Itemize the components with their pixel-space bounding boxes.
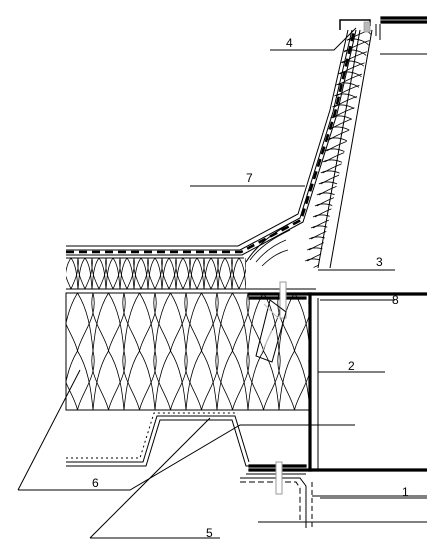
callout-4: 4 <box>286 36 293 50</box>
insulation-loop <box>105 258 121 289</box>
insulation-loop-back <box>91 258 107 289</box>
insulation-loop <box>161 258 177 289</box>
upper-insulation-pattern <box>66 258 246 289</box>
insulation-loop <box>231 258 246 289</box>
insulation-bulb-back <box>247 350 280 410</box>
callout-2: 2 <box>348 359 355 373</box>
insulation-bulb-back <box>185 350 218 410</box>
fastener <box>255 299 287 363</box>
insulation-bulb-back <box>278 350 310 410</box>
insulation-bulb <box>308 293 310 315</box>
parapet-insulation <box>245 29 373 269</box>
insulation-bulb <box>246 350 281 410</box>
insulation-loop <box>133 258 149 289</box>
insulation-loop-back <box>66 258 79 289</box>
insulation-loop-back <box>231 258 246 289</box>
insulation-bulb <box>184 293 219 352</box>
insulation-loop <box>203 258 219 289</box>
callout-7: 7 <box>246 171 253 185</box>
callout-labels: 4 7 3 8 2 1 6 5 <box>92 36 409 540</box>
lower-insulation-layer <box>65 292 311 411</box>
insulation-loop <box>147 258 163 289</box>
insulation-bulb <box>91 350 126 410</box>
insulation-bulb <box>122 293 157 352</box>
insulation-bulb-back <box>309 406 310 410</box>
insulation-bulb-back <box>154 350 187 410</box>
insulation-bulb <box>122 350 157 410</box>
roof-membrane <box>66 29 357 256</box>
insulation-bulb-back <box>216 293 249 352</box>
insulation-bulb <box>246 293 281 352</box>
insulation-bulb <box>308 350 310 373</box>
insulation-loop-back <box>119 258 135 289</box>
insulation-bulb-back <box>185 293 218 352</box>
insulation-bulb <box>91 293 126 352</box>
insulation-bulb-back <box>92 350 125 410</box>
insulation-loop <box>245 258 246 271</box>
insulation-bulb <box>215 293 250 352</box>
insulation-bulb-back <box>123 293 156 352</box>
insulation-loop-back <box>217 258 233 289</box>
insulation-bulb-back <box>154 293 187 352</box>
callout-5: 5 <box>206 526 213 540</box>
insulation-bulb-back <box>247 293 280 352</box>
metal-deck <box>66 412 256 467</box>
insulation-loop <box>175 258 191 289</box>
leader-lines <box>17 27 427 539</box>
insulation-bulb-back <box>66 293 94 352</box>
insulation-loop-back <box>133 258 149 289</box>
insulation-bulb-back <box>123 350 156 410</box>
callout-6: 6 <box>92 476 99 490</box>
insulation-loop-back <box>175 258 191 289</box>
insulation-loop-back <box>105 258 121 289</box>
insulation-loop <box>91 258 107 289</box>
callout-3: 3 <box>376 255 383 269</box>
upper-insulation-layer <box>66 257 316 290</box>
insulation-loop-back <box>245 284 246 289</box>
insulation-bulb-pattern <box>66 293 310 410</box>
insulation-bulb <box>153 350 188 410</box>
insulation-loop-back <box>161 258 177 289</box>
callout-1: 1 <box>402 485 409 499</box>
coping-detail <box>339 16 427 55</box>
insulation-loop-back <box>77 258 93 289</box>
insulation-bulb <box>153 293 188 352</box>
insulation-bulb-back <box>216 350 249 410</box>
insulation-bulb <box>277 350 310 410</box>
insulation-loop <box>119 258 135 289</box>
insulation-bulb-back <box>309 347 310 351</box>
insulation-bulb <box>184 350 219 410</box>
callout-8: 8 <box>392 293 399 307</box>
insulation-bulb <box>215 350 250 410</box>
insulation-loop <box>66 258 79 289</box>
insulation-loop <box>77 258 93 289</box>
insulation-bulb-back <box>66 350 94 410</box>
insulation-loop <box>217 258 233 289</box>
insulation-loop-back <box>189 258 205 289</box>
insulation-loop-back <box>147 258 163 289</box>
insulation-loop-back <box>203 258 219 289</box>
insulation-bulb-back <box>92 293 125 352</box>
insulation-loop <box>189 258 205 289</box>
lower-beam <box>240 281 427 528</box>
